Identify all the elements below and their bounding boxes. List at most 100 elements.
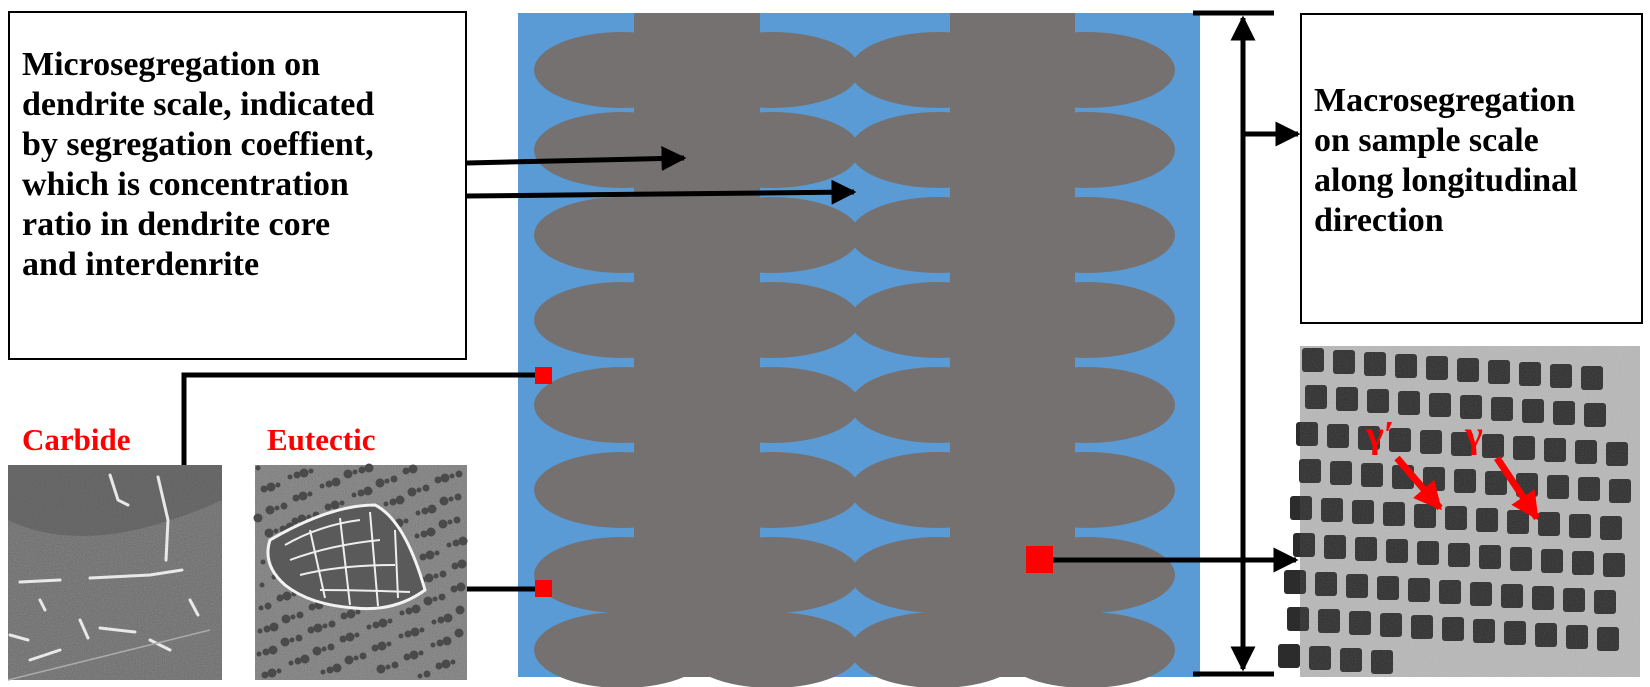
eutectic-texture-dot [290, 614, 296, 620]
eutectic-texture-dot [410, 627, 420, 637]
dendrite-arm-left-2-2 [850, 112, 1026, 188]
dendrite-arm-right-2-5 [999, 367, 1175, 443]
eutectic-texture-dot [384, 478, 390, 484]
arrow-to-dendrite-core [466, 146, 687, 172]
marker-carbide-location [535, 367, 552, 384]
eutectic-texture-dot [264, 528, 274, 538]
dendrite-arm-left-2-7 [850, 537, 1026, 613]
dendrite-arm-right-2-4 [999, 282, 1175, 358]
eutectic-texture-dot [325, 480, 333, 488]
eutectic-texture-dot [253, 513, 263, 523]
carbide-micrograph [7, 465, 222, 681]
dendrite-arms [534, 13, 1175, 687]
dendrite-arm-left-1-5 [534, 367, 710, 443]
eutectic-texture-dot [307, 626, 315, 634]
eutectic-texture-dot [355, 609, 361, 615]
dendrite-arm-right-1-1 [684, 32, 860, 108]
gamma-pointer-arrow [1494, 456, 1540, 521]
dendrite-arm-right-2-2 [999, 112, 1175, 188]
eutectic-texture-dot [402, 467, 410, 475]
eutectic-texture-dot [447, 519, 453, 525]
eutectic-texture-dot [448, 496, 454, 502]
eutectic-texture-dot [423, 670, 431, 678]
eutectic-texture-dot [419, 627, 425, 633]
eutectic-texture-dot [332, 663, 342, 673]
dendrite-arm-right-1-7 [684, 537, 860, 613]
eutectic-texture-dot [437, 616, 445, 624]
eutectic-texture-dot [331, 477, 341, 487]
eutectic-texture-dot [288, 660, 294, 666]
eutectic-texture-dot [256, 651, 262, 657]
eutectic-texture-dot [276, 668, 282, 674]
eutectic-texture-dot [258, 605, 264, 611]
eutectic-texture-dot [416, 487, 422, 493]
eutectic-texture-dot [293, 471, 301, 479]
eutectic-texture-dot [289, 637, 295, 643]
eutectic-texture-dot [432, 596, 438, 602]
eutectic-texture-dot [434, 476, 442, 484]
eutectic-texture-dot [320, 669, 326, 675]
micro-text-line-1: Microsegregation on [22, 46, 321, 83]
eutectic-texture-dot [351, 492, 357, 498]
eutectic-texture-dot [377, 641, 387, 651]
eutectic-texture-dot [287, 474, 293, 480]
dendrite-arm-right-2-7 [999, 537, 1175, 613]
eutectic-texture-dot [403, 518, 409, 524]
dendrite-arm-left-2-1 [850, 32, 1026, 108]
eutectic-texture-dot [404, 630, 412, 638]
eutectic-texture-dot [322, 623, 328, 629]
dendrite-arm-left-2-4 [850, 282, 1026, 358]
eutectic-texture-dot [280, 502, 288, 510]
eutectic-texture-dot [452, 539, 460, 547]
eutectic-texture-dot [358, 466, 366, 474]
eutectic-texture-dot [403, 653, 411, 661]
dendrite-arm-right-1-5 [684, 367, 860, 443]
eutectic-texture-dot [387, 618, 393, 624]
eutectic-texture-dot [263, 625, 271, 633]
eutectic-texture-dot [291, 517, 299, 525]
macro-text-line-2: on sample scale [1314, 122, 1539, 159]
dendrite-arm-right-1-8 [684, 612, 860, 687]
eutectic-texture-dot [451, 562, 459, 570]
eutectic-texture-dot [313, 623, 323, 633]
dendrite-arm-left-1-2 [534, 112, 710, 188]
eutectic-texture-dot [344, 655, 354, 665]
carbide-label: Carbide [22, 422, 131, 457]
eutectic-texture-dot [266, 482, 276, 492]
gamma-prime-micrograph [1278, 346, 1640, 677]
dendrite-arm-left-1-8 [534, 612, 710, 687]
eutectic-texture-dot [265, 505, 275, 515]
eutectic-texture-dot [391, 661, 399, 669]
macro-text-line-4: direction [1314, 202, 1444, 239]
eutectic-texture-dot [390, 475, 398, 483]
eutectic-texture-dot [405, 607, 413, 615]
eutectic-texture-dot [328, 620, 336, 628]
eutectic-texture-dot [339, 635, 347, 643]
eutectic-texture-dot [321, 646, 327, 652]
eutectic-texture-dot [454, 493, 462, 501]
eutectic-texture-dot [346, 609, 356, 619]
eutectic-texture-dot [269, 622, 279, 632]
eutectic-texture-dot [280, 637, 290, 647]
eutectic-texture-dot [430, 642, 436, 648]
eutectic-texture-dot [399, 610, 405, 616]
dendrite-arm-right-1-2 [684, 112, 860, 188]
eutectic-texture-dot [359, 652, 367, 660]
eutectic-texture-dot [417, 673, 423, 679]
eutectic-texture-dot [257, 628, 263, 634]
sample-scale-bar [1193, 10, 1274, 677]
eutectic-texture-dot [450, 585, 458, 593]
eutectic-texture-dot [375, 478, 385, 488]
eutectic-texture-dot [259, 582, 265, 588]
eutectic-texture-dot [446, 542, 452, 548]
eutectic-texture-dot [456, 582, 466, 592]
eutectic-texture-dot [327, 643, 335, 651]
eutectic-texture-dot [281, 614, 291, 624]
eutectic-texture-dot [319, 483, 325, 489]
eutectic-texture-dot [438, 593, 446, 601]
dendrite-arm-left-1-4 [534, 282, 710, 358]
eutectic-texture-dot [378, 618, 388, 628]
eutectic-texture-dot [441, 659, 451, 669]
